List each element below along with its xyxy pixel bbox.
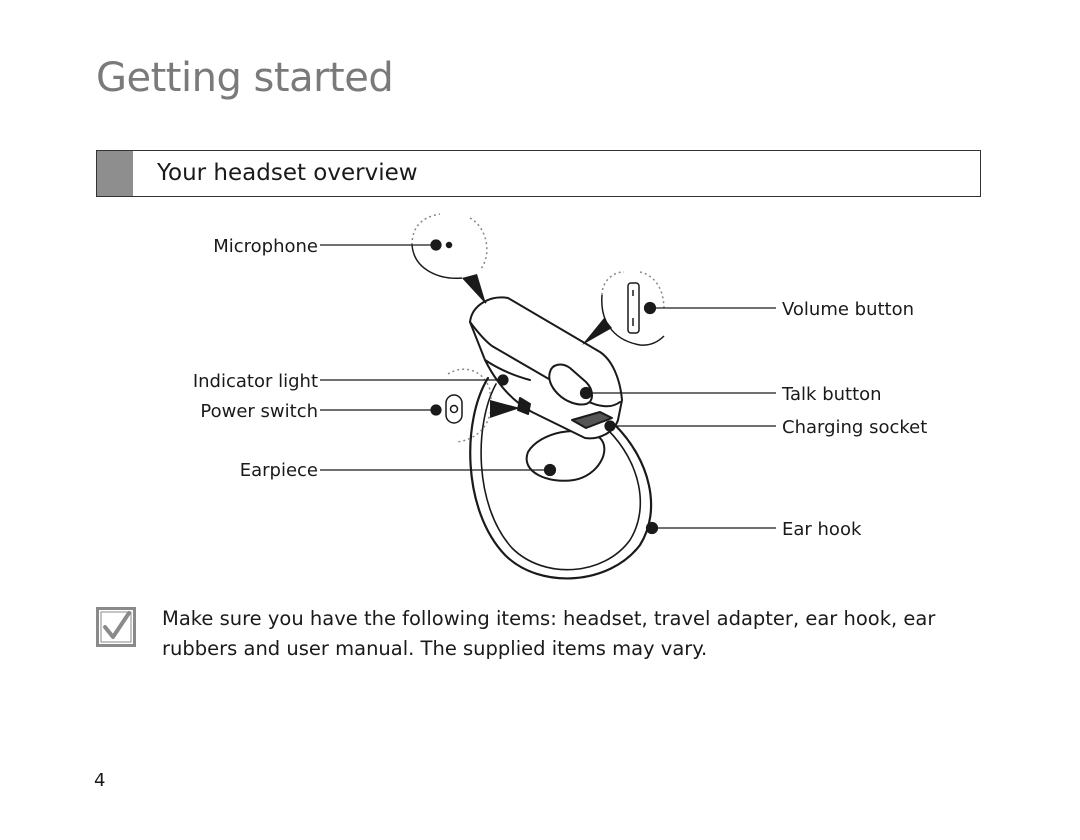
label-indicator-light: Indicator light bbox=[193, 371, 318, 392]
label-earpiece: Earpiece bbox=[240, 460, 318, 481]
charging-socket-shape bbox=[571, 411, 613, 429]
power-switch-magnifier bbox=[445, 368, 520, 443]
label-power-switch: Power switch bbox=[200, 401, 318, 422]
label-charging-socket: Charging socket bbox=[782, 417, 927, 438]
volume-magnifier bbox=[582, 271, 665, 346]
section-title: Your headset overview bbox=[157, 160, 418, 186]
label-talk-button: Talk button bbox=[781, 384, 882, 405]
microphone-magnifier bbox=[411, 213, 488, 304]
label-volume-button: Volume button bbox=[782, 299, 914, 320]
page-title: Getting started bbox=[96, 55, 394, 101]
ear-hook-shape bbox=[469, 376, 653, 580]
label-microphone: Microphone bbox=[213, 236, 318, 257]
page-number: 4 bbox=[94, 770, 106, 791]
leader-lines bbox=[320, 239, 776, 535]
checkmark-icon bbox=[96, 607, 136, 647]
label-ear-hook: Ear hook bbox=[782, 519, 862, 540]
note-text: Make sure you have the following items: … bbox=[162, 607, 936, 660]
section-marker-block bbox=[97, 151, 133, 196]
section-header: Your headset overview bbox=[96, 150, 981, 197]
